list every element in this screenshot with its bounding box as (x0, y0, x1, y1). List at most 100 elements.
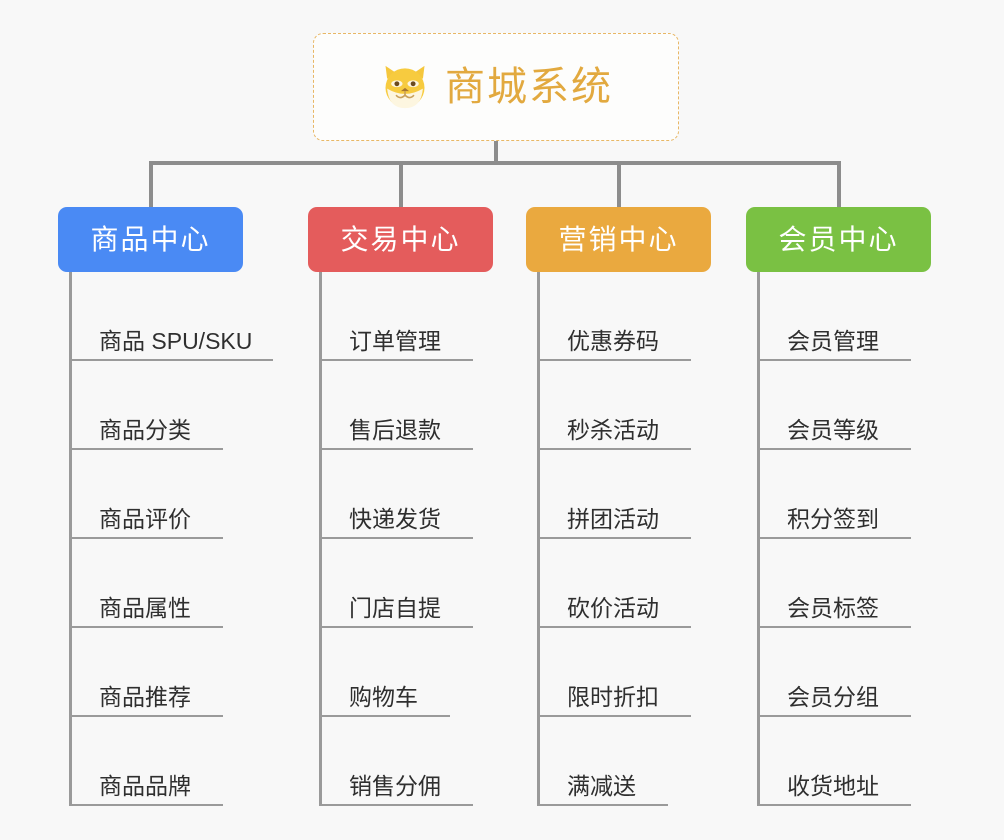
category-header-member-center[interactable]: 会员中心 (746, 207, 931, 272)
leaf-item[interactable]: 积分签到 (746, 450, 931, 539)
shiba-dog-face-icon (385, 65, 425, 109)
leaf-item-underline (537, 626, 691, 628)
leaf-item[interactable]: 购物车 (308, 628, 493, 717)
leaf-item[interactable]: 商品评价 (58, 450, 243, 539)
leaf-item-label: 销售分佣 (349, 773, 441, 799)
category-header-marketing-center[interactable]: 营销中心 (526, 207, 711, 272)
leaf-item-underline (69, 804, 223, 806)
connector-vertical-stem-member-center (757, 272, 760, 806)
branch-column-product-center: 商品中心商品 SPU/SKU 商品分类商品评价商品属性商品推荐商品品牌 (58, 207, 273, 806)
leaf-item-label: 快递发货 (349, 506, 441, 532)
leaf-item[interactable]: 优惠券码 (526, 272, 711, 361)
connector-root-stem (494, 141, 498, 164)
leaf-list-product-center: 商品 SPU/SKU 商品分类商品评价商品属性商品推荐商品品牌 (58, 272, 273, 806)
leaf-item-label: 限时折扣 (567, 684, 659, 710)
leaf-item-label: 会员分组 (787, 684, 879, 710)
leaf-list-trade-center: 订单管理售后退款快递发货门店自提购物车销售分佣 (308, 272, 493, 806)
leaf-item[interactable]: 商品推荐 (58, 628, 243, 717)
leaf-list-marketing-center: 优惠券码秒杀活动拼团活动砍价活动限时折扣满减送 (526, 272, 711, 806)
leaf-item[interactable]: 门店自提 (308, 539, 493, 628)
leaf-item-label: 商品品牌 (99, 773, 191, 799)
leaf-item-underline (537, 804, 668, 806)
leaf-item-underline (319, 804, 473, 806)
leaf-item[interactable]: 收货地址 (746, 717, 931, 806)
leaf-item[interactable]: 售后退款 (308, 361, 493, 450)
leaf-item-label: 商品推荐 (99, 684, 191, 710)
leaf-item-label: 收货地址 (787, 773, 879, 799)
leaf-item[interactable]: 满减送 (526, 717, 711, 806)
leaf-item[interactable]: 订单管理 (308, 272, 493, 361)
leaf-item-label: 订单管理 (349, 328, 441, 354)
leaf-item-underline (537, 359, 691, 361)
connector-drop-trade-center (399, 161, 403, 207)
leaf-item[interactable]: 会员分组 (746, 628, 931, 717)
leaf-item-underline (537, 448, 691, 450)
leaf-item-label: 满减送 (567, 773, 636, 799)
leaf-item-label: 商品分类 (99, 417, 191, 443)
leaf-item[interactable]: 会员管理 (746, 272, 931, 361)
leaf-item-underline (757, 626, 911, 628)
leaf-item[interactable]: 销售分佣 (308, 717, 493, 806)
connector-drop-product-center (149, 161, 153, 207)
connector-vertical-stem-trade-center (319, 272, 322, 806)
category-header-label: 营销中心 (558, 223, 679, 255)
category-header-trade-center[interactable]: 交易中心 (308, 207, 493, 272)
connector-vertical-stem-product-center (69, 272, 72, 806)
leaf-item-label: 会员标签 (787, 595, 879, 621)
category-header-product-center[interactable]: 商品中心 (58, 207, 243, 272)
leaf-item[interactable]: 商品分类 (58, 361, 243, 450)
leaf-item[interactable]: 砍价活动 (526, 539, 711, 628)
leaf-item-underline (69, 359, 273, 361)
connector-horizontal-bus (149, 161, 841, 165)
connector-vertical-stem-marketing-center (537, 272, 540, 806)
leaf-item-underline (537, 537, 691, 539)
leaf-item[interactable]: 商品属性 (58, 539, 243, 628)
leaf-item[interactable]: 秒杀活动 (526, 361, 711, 450)
leaf-item[interactable]: 拼团活动 (526, 450, 711, 539)
leaf-item-label: 会员等级 (787, 417, 879, 443)
leaf-item-underline (757, 537, 911, 539)
leaf-item[interactable]: 限时折扣 (526, 628, 711, 717)
root-node-shopping-mall-system[interactable]: 商城系统 (313, 33, 679, 141)
leaf-item-underline (319, 715, 450, 717)
leaf-item-label: 秒杀活动 (567, 417, 659, 443)
connector-drop-marketing-center (617, 161, 621, 207)
leaf-item-label: 会员管理 (787, 328, 879, 354)
leaf-item-underline (319, 448, 473, 450)
leaf-list-member-center: 会员管理会员等级积分签到会员标签会员分组收货地址 (746, 272, 931, 806)
leaf-item-underline (757, 715, 911, 717)
leaf-item-underline (757, 804, 911, 806)
leaf-item-underline (319, 537, 473, 539)
connector-drop-member-center (837, 161, 841, 207)
leaf-item-underline (319, 626, 473, 628)
leaf-item-underline (757, 448, 911, 450)
category-header-label: 交易中心 (340, 223, 461, 255)
leaf-item-underline (757, 359, 911, 361)
leaf-item-label: 售后退款 (349, 417, 441, 443)
leaf-item-underline (69, 715, 223, 717)
branch-column-trade-center: 交易中心订单管理售后退款快递发货门店自提购物车销售分佣 (308, 207, 493, 806)
leaf-item-label: 拼团活动 (567, 506, 659, 532)
branch-column-member-center: 会员中心会员管理会员等级积分签到会员标签会员分组收货地址 (746, 207, 931, 806)
leaf-item-label: 商品属性 (99, 595, 191, 621)
leaf-item-underline (69, 448, 223, 450)
leaf-item[interactable]: 商品 SPU/SKU (58, 272, 273, 361)
leaf-item-label: 优惠券码 (567, 328, 659, 354)
leaf-item[interactable]: 快递发货 (308, 450, 493, 539)
root-node-title: 商城系统 (445, 65, 613, 109)
leaf-item[interactable]: 商品品牌 (58, 717, 243, 806)
leaf-item-underline (69, 626, 223, 628)
leaf-item-underline (319, 359, 473, 361)
leaf-item[interactable]: 会员等级 (746, 361, 931, 450)
leaf-item[interactable]: 会员标签 (746, 539, 931, 628)
leaf-item-underline (537, 715, 691, 717)
leaf-item-label: 砍价活动 (567, 595, 659, 621)
leaf-item-label: 积分签到 (787, 506, 879, 532)
leaf-item-label: 商品评价 (99, 506, 191, 532)
category-header-label: 商品中心 (90, 223, 211, 255)
leaf-item-label: 购物车 (349, 684, 418, 710)
leaf-item-label: 商品 SPU/SKU (99, 328, 253, 354)
category-header-label: 会员中心 (778, 223, 899, 255)
branch-column-marketing-center: 营销中心优惠券码秒杀活动拼团活动砍价活动限时折扣满减送 (526, 207, 711, 806)
